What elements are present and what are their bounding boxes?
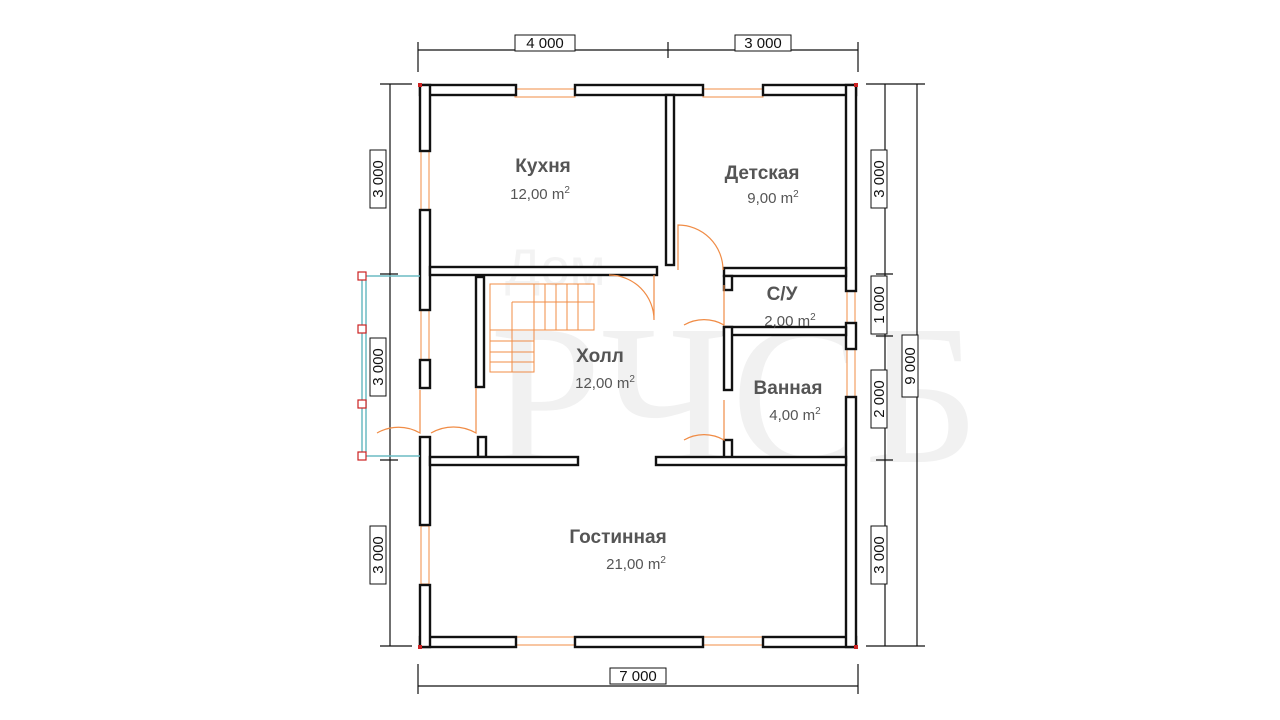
room-area-bath: 4,00 m2 [769,406,821,424]
window-right-bath [846,347,856,399]
room-name-hall: Холл [576,346,624,367]
doors [376,224,725,442]
room-name-living: Гостинная [569,527,666,548]
room-name-wc: С/У [767,284,798,305]
window-bottom-left [514,636,576,646]
dim-top-left: 4 000 [526,35,564,52]
room-area-kids: 9,00 m2 [747,189,799,207]
room-area-hall: 12,00 m2 [575,374,635,392]
dim-right-2: 1 000 [871,286,888,324]
window-left-hall [420,309,430,361]
window-top-kids [702,88,764,98]
dim-left-1: 3 000 [370,160,387,198]
window-left-living [420,525,430,585]
dim-left-3: 3 000 [370,536,387,574]
window-left-kitchen [420,149,430,211]
room-area-kitchen: 12,00 m2 [510,185,570,203]
dim-right-4: 3 000 [871,536,888,574]
dimension-labels: 4 000 3 000 7 000 3 000 3 000 3 000 3 00… [370,35,919,685]
watermark-main-text: РЧСБ [490,285,979,506]
corner-markers [418,83,858,649]
walls [418,83,858,649]
dim-bottom: 7 000 [619,668,657,685]
window-right-wc [846,289,856,325]
room-name-kitchen: Кухня [515,156,571,177]
room-name-bath: Ванная [754,378,823,399]
room-area-wc: 2,00 m2 [764,312,816,330]
room-name-kids: Детская [725,163,800,184]
watermark: Дом РЧСБ [490,239,979,506]
dimension-boxes [369,34,919,685]
dim-right-1: 3 000 [871,160,888,198]
room-labels: Кухня 12,00 m2 Детская 9,00 m2 С/У 2,00 … [510,156,822,573]
staircase [489,283,595,373]
dim-right-total: 9 000 [902,347,919,385]
dim-left-2: 3 000 [370,348,387,386]
dim-right-3: 2 000 [871,380,888,418]
window-bottom-right [702,636,764,646]
dim-top-right: 3 000 [744,35,782,52]
room-area-living: 21,00 m2 [606,555,666,573]
window-top-kitchen [514,88,576,98]
porch [361,275,420,457]
porch-posts [357,271,367,461]
